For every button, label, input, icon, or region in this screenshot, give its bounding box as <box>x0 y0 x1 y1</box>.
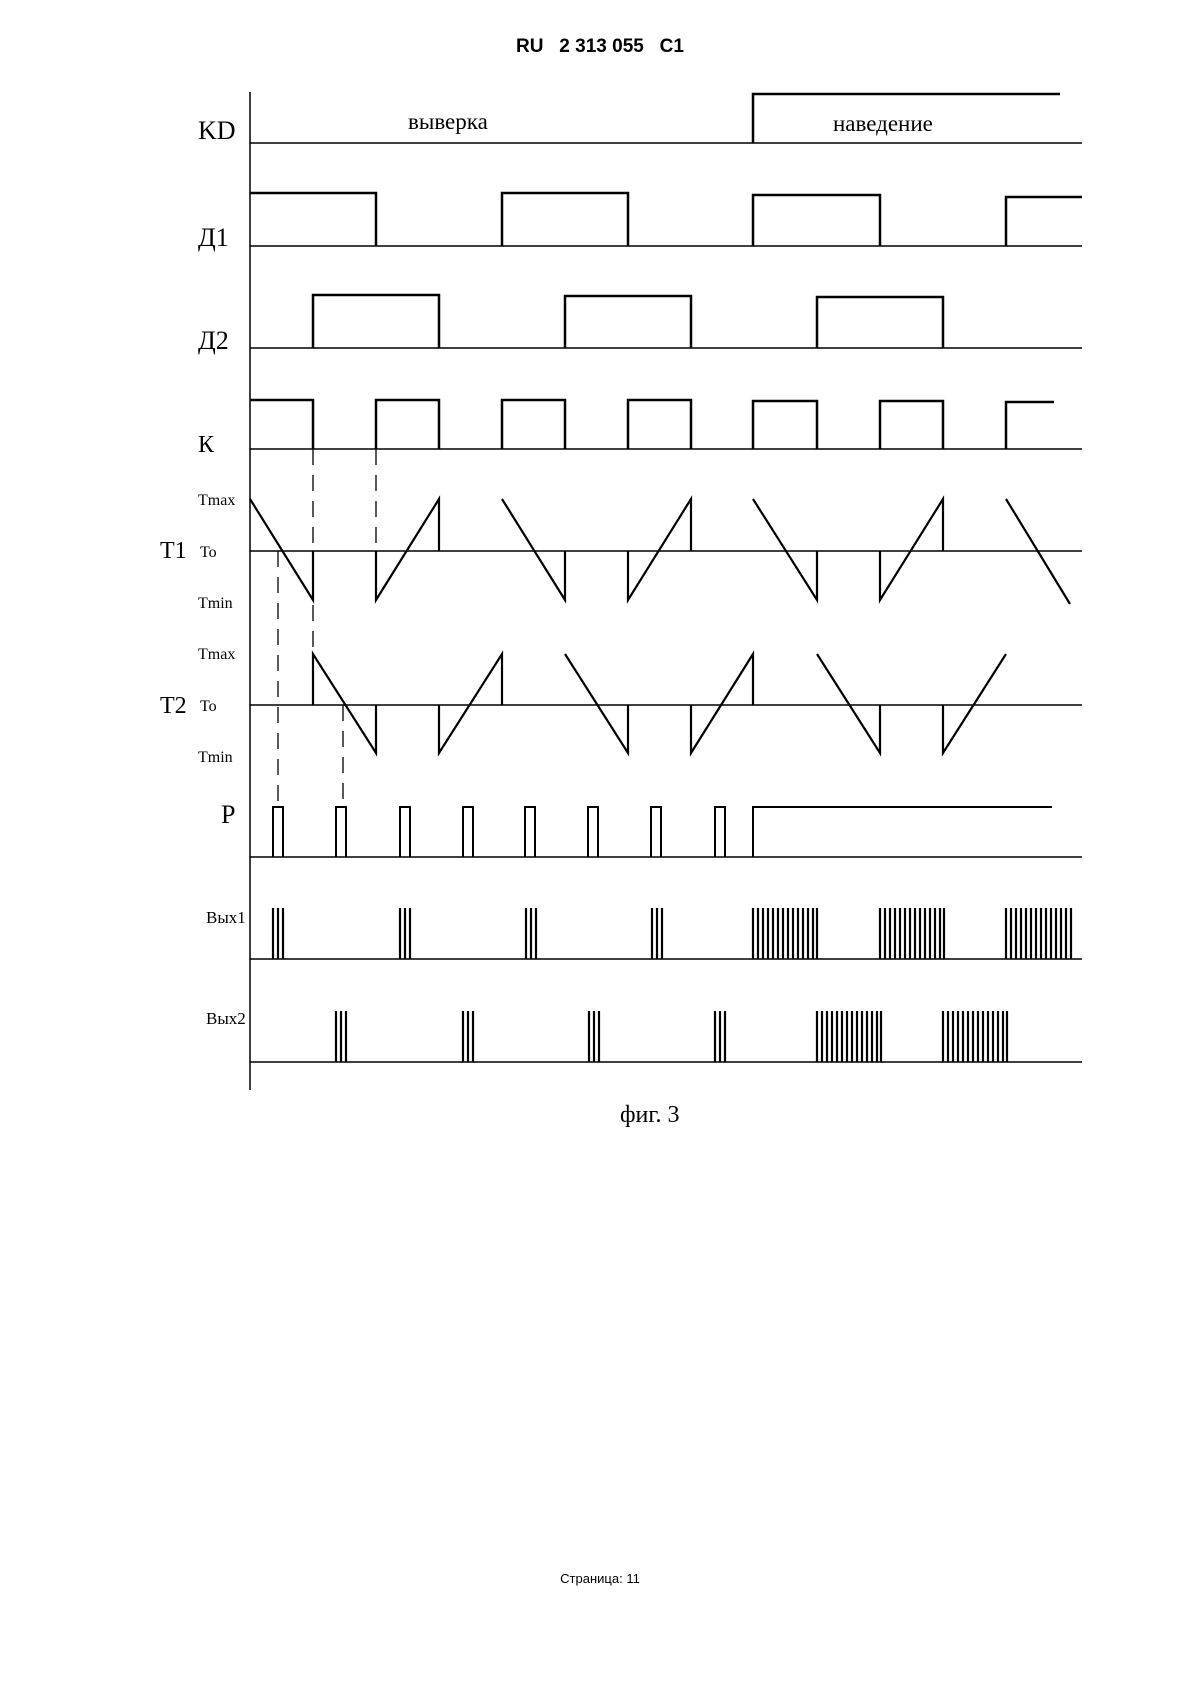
mode-label-alignment: выверка <box>408 109 488 134</box>
mode-label-guidance: наведение <box>833 111 933 136</box>
signal-label-out1: Вых1 <box>206 908 246 927</box>
level-label-t1-zero: To <box>200 544 217 561</box>
signal-baselines <box>250 142 1082 1063</box>
p-waveform <box>272 806 1052 857</box>
out2-pulse-bursts <box>334 1011 1009 1062</box>
dashed-reference-lines <box>277 449 377 805</box>
signal-label-kd: KD <box>198 116 236 145</box>
level-label-t2-min: Tmin <box>198 749 233 766</box>
signal-label-d2: Д2 <box>198 326 229 355</box>
figure-caption: фиг. 3 <box>620 1102 680 1128</box>
patent-number-header: RU 2 313 055 C1 <box>516 36 684 57</box>
out1-pulse-bursts <box>271 908 1073 959</box>
level-label-t1-max: Tmax <box>198 492 235 509</box>
signal-label-p: Р <box>221 800 235 829</box>
t2-waveform <box>311 650 1007 757</box>
level-label-t1-min: Tmin <box>198 595 233 612</box>
d1-waveform <box>250 191 1082 246</box>
t1-waveform <box>249 495 1071 605</box>
level-label-t2-zero: To <box>200 698 217 715</box>
page-number-footer: Страница: 11 <box>560 1571 640 1586</box>
d2-waveform <box>311 293 945 348</box>
signal-label-t2: T2 <box>160 693 187 719</box>
signal-label-t1: T1 <box>160 538 187 564</box>
level-label-t2-max: Tmax <box>198 646 235 663</box>
signal-label-k: К <box>198 432 215 458</box>
kd-waveform <box>751 92 1060 143</box>
signal-label-out2: Вых2 <box>206 1009 246 1028</box>
signal-label-d1: Д1 <box>198 223 229 252</box>
k-waveform <box>250 398 1054 449</box>
